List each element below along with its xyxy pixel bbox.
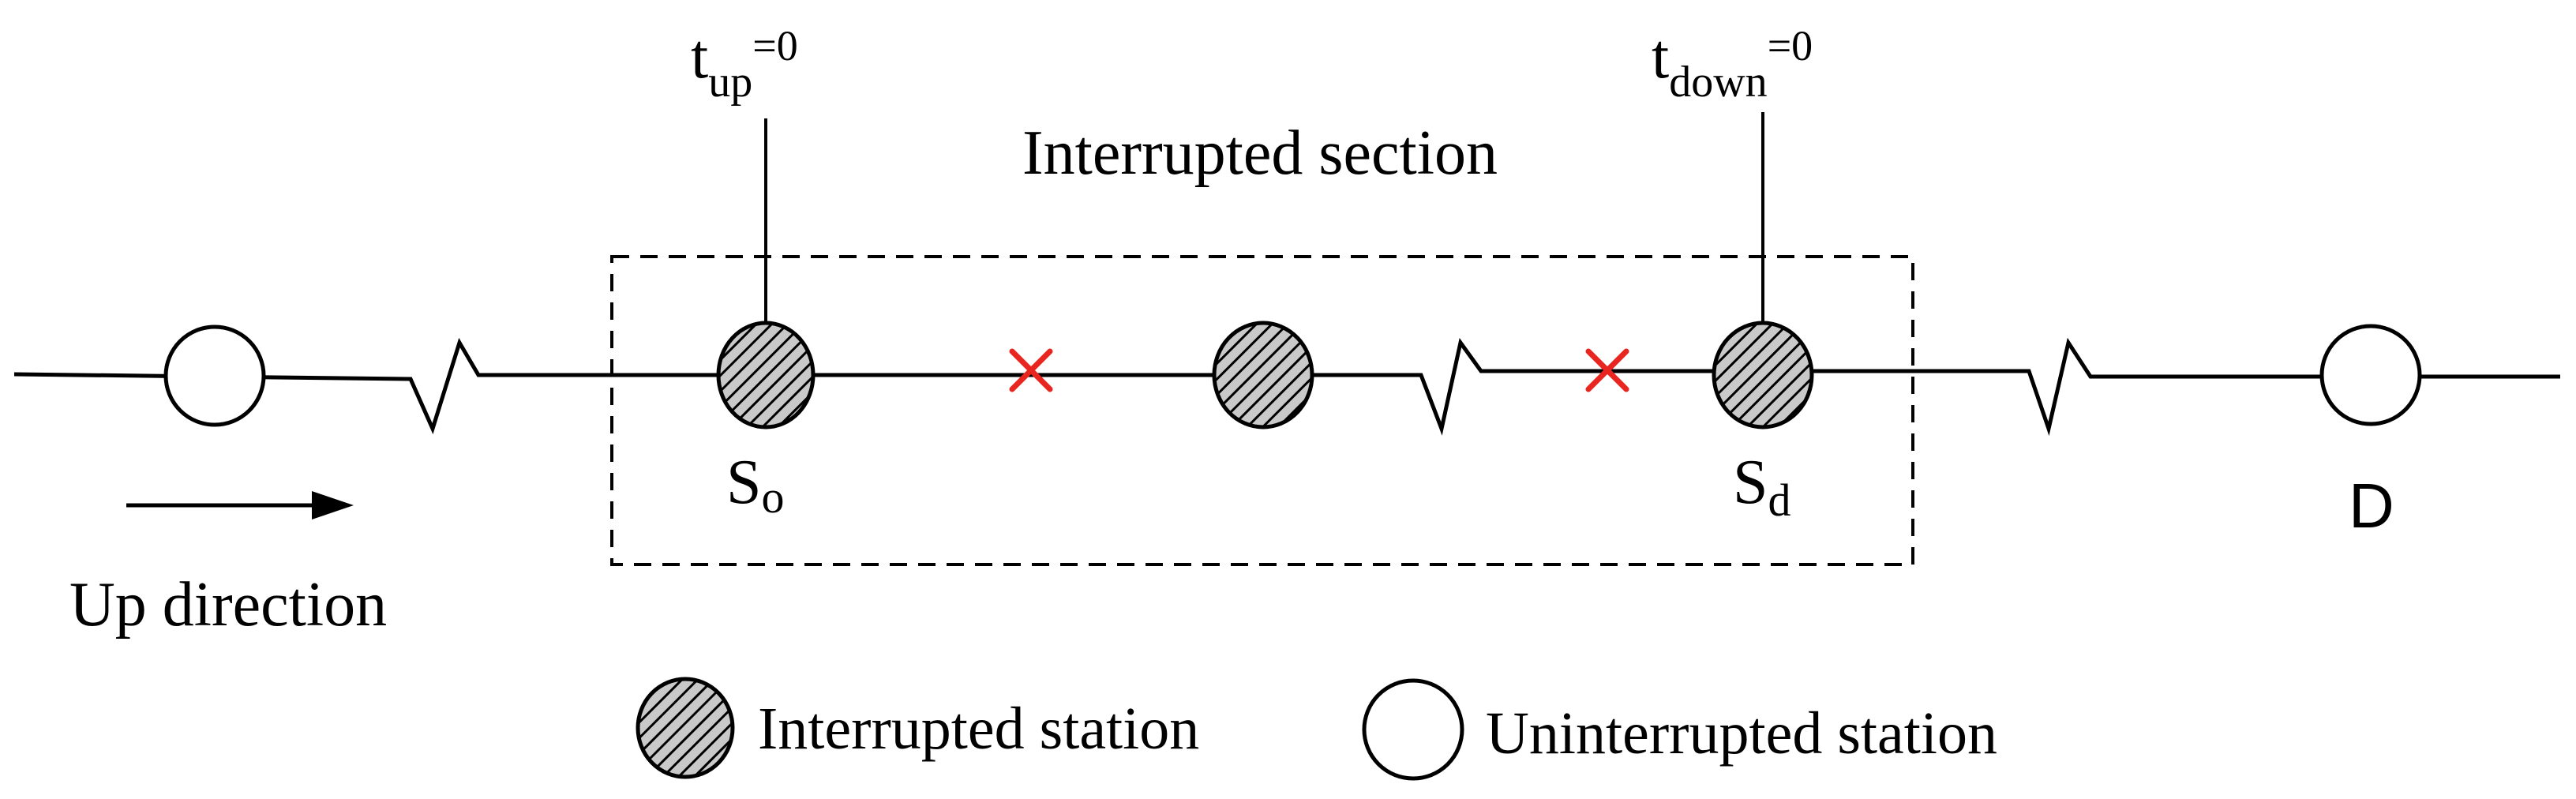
interrupted-station-middle (1212, 321, 1314, 430)
station-label-origin: So (726, 448, 785, 523)
t-up-suffix: =0 (752, 22, 797, 69)
legend-interrupted-icon (636, 677, 735, 779)
t-up-sub: up (708, 58, 752, 107)
station-origin-base: S (726, 448, 762, 517)
t-down-base: t (1652, 22, 1669, 92)
uninterrupted-station-left (163, 324, 266, 427)
t-down-suffix: =0 (1768, 22, 1813, 69)
interrupted-station-destination (1712, 321, 1814, 430)
legend-uninterrupted-icon (1362, 678, 1464, 781)
interruption-marker-1 (1009, 348, 1053, 392)
direction-arrow-head (312, 491, 354, 520)
station-destination-base: S (1733, 448, 1768, 517)
interrupted-section-box (610, 255, 1914, 566)
railway-line (13, 337, 2560, 437)
legend-interrupted-label: Interrupted station (758, 696, 1199, 762)
t-up-label: tup=0 (691, 22, 798, 107)
section-label: Interrupted section (1022, 118, 1498, 188)
station-origin-sub: o (762, 471, 785, 523)
station-label-destination: Sd (1733, 448, 1791, 526)
legend-uninterrupted-label: Uninterrupted station (1486, 700, 1997, 767)
t-up-base: t (691, 22, 708, 92)
interrupted-station-origin (716, 321, 816, 430)
station-destination-sub: d (1768, 475, 1791, 526)
t-down-sub: down (1669, 58, 1767, 107)
interruption-marker-2 (1585, 348, 1629, 392)
t-down-label: tdown=0 (1652, 22, 1813, 107)
direction-label: Up direction (69, 570, 387, 640)
uninterrupted-station-right (2319, 324, 2422, 426)
station-label-d: D (2349, 471, 2394, 541)
